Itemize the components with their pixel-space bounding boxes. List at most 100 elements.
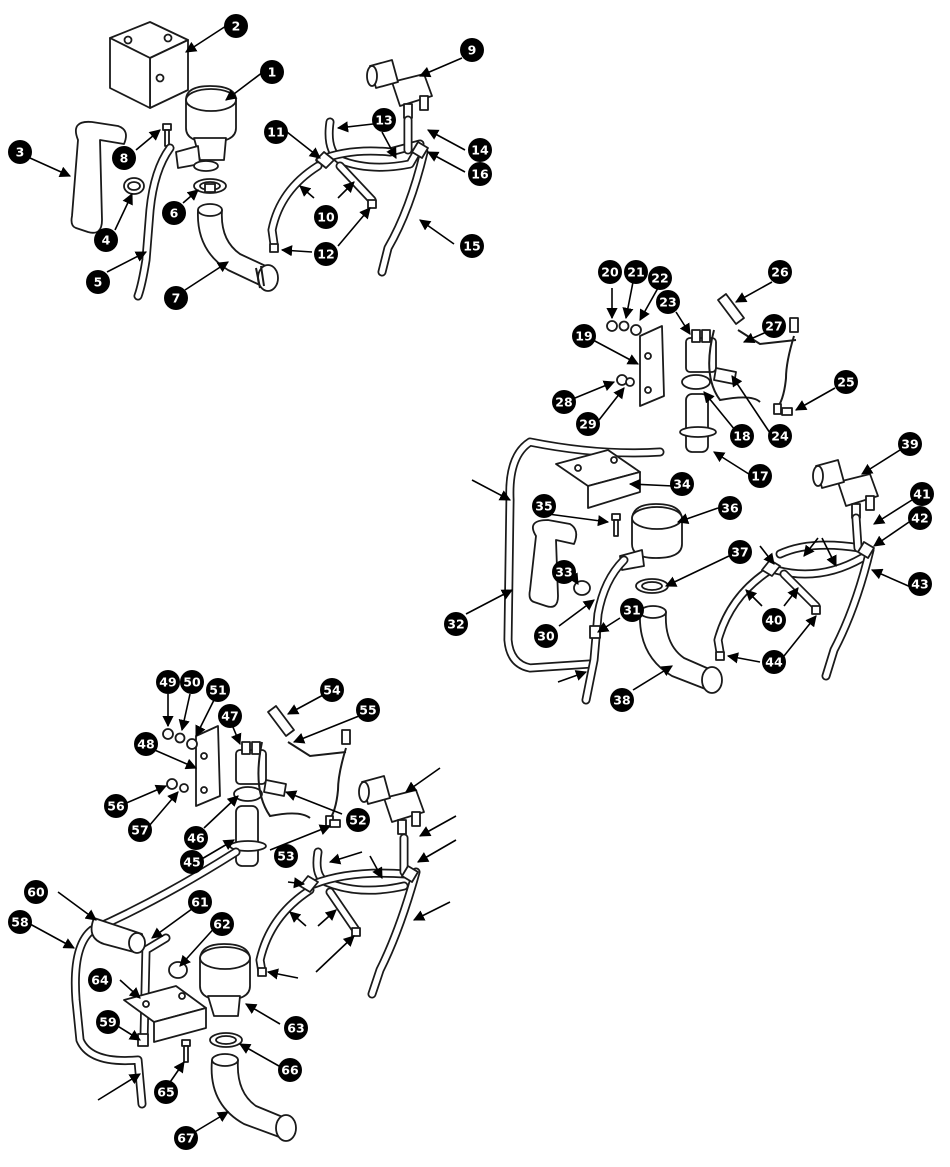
callout-number: 7 bbox=[172, 291, 181, 306]
callout-number: 57 bbox=[131, 823, 148, 838]
callout-23: 23 bbox=[656, 290, 680, 314]
callout-number: 5 bbox=[94, 275, 103, 290]
callout-1: 1 bbox=[260, 60, 284, 84]
callout-number: 40 bbox=[765, 613, 783, 628]
callout-circle bbox=[468, 162, 492, 186]
callout-18: 18 bbox=[730, 424, 754, 448]
callout-66: 66 bbox=[278, 1058, 302, 1082]
callout-17: 17 bbox=[748, 464, 772, 488]
air-pump-32 bbox=[619, 503, 683, 571]
callout-47: 47 bbox=[218, 704, 242, 728]
callout-number: 56 bbox=[107, 799, 125, 814]
callout-number: 36 bbox=[721, 501, 739, 516]
callout-58: 58 bbox=[8, 910, 32, 934]
callout-circle bbox=[314, 242, 338, 266]
valve-14 bbox=[679, 393, 717, 453]
elbow-hose-35 bbox=[639, 605, 723, 694]
callout-number: 61 bbox=[191, 895, 208, 910]
callout-42: 42 bbox=[908, 506, 932, 530]
callout-55: 55 bbox=[356, 698, 380, 722]
valve-41 bbox=[229, 805, 267, 867]
callout-9: 9 bbox=[460, 38, 484, 62]
callout-number: 22 bbox=[651, 271, 668, 286]
bracket-44 bbox=[195, 725, 221, 807]
callout-number: 24 bbox=[771, 429, 789, 444]
callout-circle bbox=[224, 14, 248, 38]
callout-number: 2 bbox=[232, 19, 241, 34]
callout-number: 9 bbox=[468, 43, 477, 58]
callout-number: 13 bbox=[375, 113, 392, 128]
callout-number: 1 bbox=[268, 65, 277, 80]
clamp-57 bbox=[168, 961, 188, 979]
callout-number: 59 bbox=[99, 1015, 116, 1030]
sensor-23 bbox=[717, 293, 745, 325]
callout-number: 55 bbox=[359, 703, 376, 718]
callout-63: 63 bbox=[284, 1016, 308, 1040]
callout-53: 53 bbox=[274, 844, 298, 868]
callout-circle bbox=[128, 818, 152, 842]
callout-12: 12 bbox=[314, 242, 338, 266]
air-pump-1 bbox=[175, 85, 237, 172]
callout-number: 63 bbox=[287, 1021, 304, 1036]
callout-circle bbox=[730, 424, 754, 448]
callout-number: 67 bbox=[177, 1131, 194, 1146]
callout-circle bbox=[768, 260, 792, 284]
clamp-15 bbox=[681, 374, 711, 390]
callout-circle bbox=[768, 424, 792, 448]
callout-circle bbox=[24, 880, 48, 904]
callout-circle bbox=[180, 850, 204, 874]
callout-22: 22 bbox=[648, 266, 672, 290]
callout-48: 48 bbox=[134, 732, 158, 756]
callout-56: 56 bbox=[104, 794, 128, 818]
callout-number: 48 bbox=[137, 737, 154, 752]
callout-circle bbox=[184, 826, 208, 850]
callout-circle bbox=[762, 314, 786, 338]
callout-number: 52 bbox=[349, 813, 366, 828]
elbow-hose-7 bbox=[197, 203, 279, 292]
callout-8: 8 bbox=[112, 146, 136, 170]
callout-number: 25 bbox=[837, 375, 854, 390]
callout-circle bbox=[210, 912, 234, 936]
callout-35: 35 bbox=[532, 494, 556, 518]
callout-circle bbox=[534, 624, 558, 648]
callout-number: 60 bbox=[27, 885, 45, 900]
callout-circle bbox=[576, 412, 600, 436]
callout-27: 27 bbox=[762, 314, 786, 338]
callout-41: 41 bbox=[910, 482, 934, 506]
washer-53 bbox=[179, 783, 189, 793]
callout-circle bbox=[572, 324, 596, 348]
callout-circle bbox=[88, 968, 112, 992]
callout-circle bbox=[552, 390, 576, 414]
callout-circle bbox=[908, 572, 932, 596]
callout-29: 29 bbox=[576, 412, 600, 436]
callout-20: 20 bbox=[598, 260, 622, 284]
callout-circle bbox=[104, 794, 128, 818]
callout-circle bbox=[320, 678, 344, 702]
callout-7: 7 bbox=[164, 286, 188, 310]
bracket-31 bbox=[555, 449, 641, 509]
sensor-50 bbox=[267, 705, 295, 737]
washer-46 bbox=[174, 732, 186, 744]
callout-number: 53 bbox=[277, 849, 294, 864]
hose-56 bbox=[90, 917, 146, 954]
callout-circle bbox=[346, 808, 370, 832]
callout-circle bbox=[624, 260, 648, 284]
callout-number: 12 bbox=[317, 247, 334, 262]
callout-number: 10 bbox=[317, 210, 335, 225]
nut-45 bbox=[162, 728, 174, 740]
callout-number: 34 bbox=[673, 477, 691, 492]
callout-circle bbox=[728, 540, 752, 564]
callout-number: 18 bbox=[733, 429, 750, 444]
callout-50: 50 bbox=[180, 670, 204, 694]
callout-circle bbox=[96, 1010, 120, 1034]
assembly-c bbox=[70, 705, 425, 1142]
callout-46: 46 bbox=[184, 826, 208, 850]
callout-number: 8 bbox=[120, 151, 129, 166]
washer-47 bbox=[186, 738, 198, 750]
assembly-a bbox=[70, 21, 433, 301]
callout-circle bbox=[156, 670, 180, 694]
callout-number: 23 bbox=[659, 295, 676, 310]
callout-circle bbox=[112, 146, 136, 170]
callout-67: 67 bbox=[174, 1126, 198, 1150]
